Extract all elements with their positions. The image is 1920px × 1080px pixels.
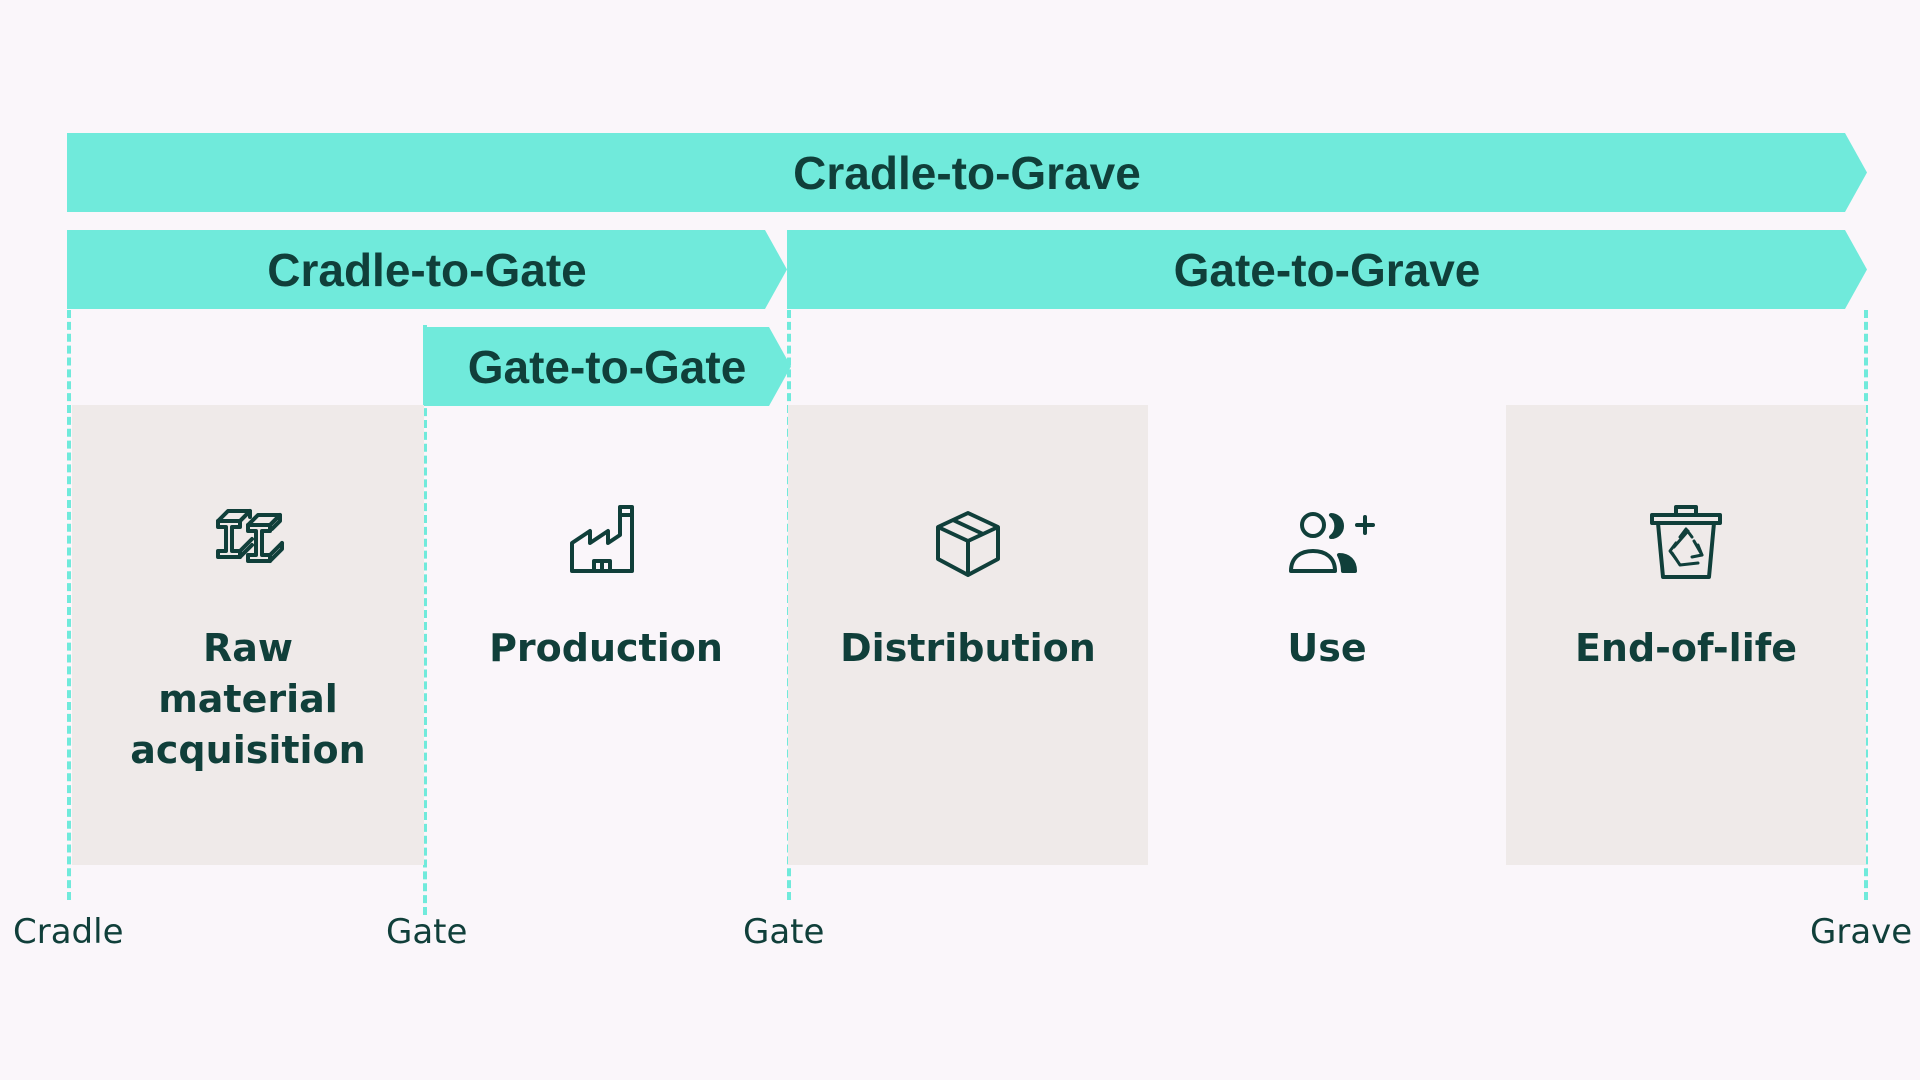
gate-boundary-line-1 <box>423 325 427 915</box>
recycle-bin-icon <box>1650 505 1722 579</box>
cradle-boundary-line <box>67 310 71 900</box>
cradle-to-grave-arrow: Cradle-to-Grave <box>67 133 1867 212</box>
gate-label-2: Gate <box>743 912 825 952</box>
gate-to-grave-arrow: Gate-to-Grave <box>787 230 1867 309</box>
cradle-to-gate-label: Cradle-to-Gate <box>267 243 587 296</box>
stage-raw-material-label: Raw material acquisition <box>130 626 366 772</box>
users-add-icon <box>1289 512 1375 573</box>
stage-end-of-life: End-of-life <box>1506 405 1866 865</box>
gate-to-gate-label: Gate-to-Gate <box>467 340 747 393</box>
stage-production-label: Production <box>489 626 723 670</box>
gate-to-gate-arrow: Gate-to-Gate <box>423 327 791 406</box>
cradle-to-gate-arrow: Cradle-to-Gate <box>67 230 787 309</box>
stage-use-label: Use <box>1287 626 1367 670</box>
factory-icon <box>570 505 634 573</box>
cradle-label: Cradle <box>13 912 124 952</box>
grave-boundary-line <box>1864 310 1868 900</box>
steel-beams-icon <box>216 509 284 563</box>
gate-to-grave-label: Gate-to-Grave <box>1173 243 1481 296</box>
cradle-to-grave-label: Cradle-to-Grave <box>793 146 1141 199</box>
gate-label-1: Gate <box>386 912 468 952</box>
grave-label: Grave <box>1810 912 1913 952</box>
stage-distribution-label: Distribution <box>840 626 1096 670</box>
stage-use: Use <box>1148 405 1506 865</box>
stage-end-of-life-label: End-of-life <box>1574 626 1798 670</box>
stage-distribution: Distribution <box>788 405 1148 865</box>
box-icon <box>936 511 1000 577</box>
stage-raw-material: Raw material acquisition <box>72 405 424 865</box>
stage-production: Production <box>424 405 788 865</box>
